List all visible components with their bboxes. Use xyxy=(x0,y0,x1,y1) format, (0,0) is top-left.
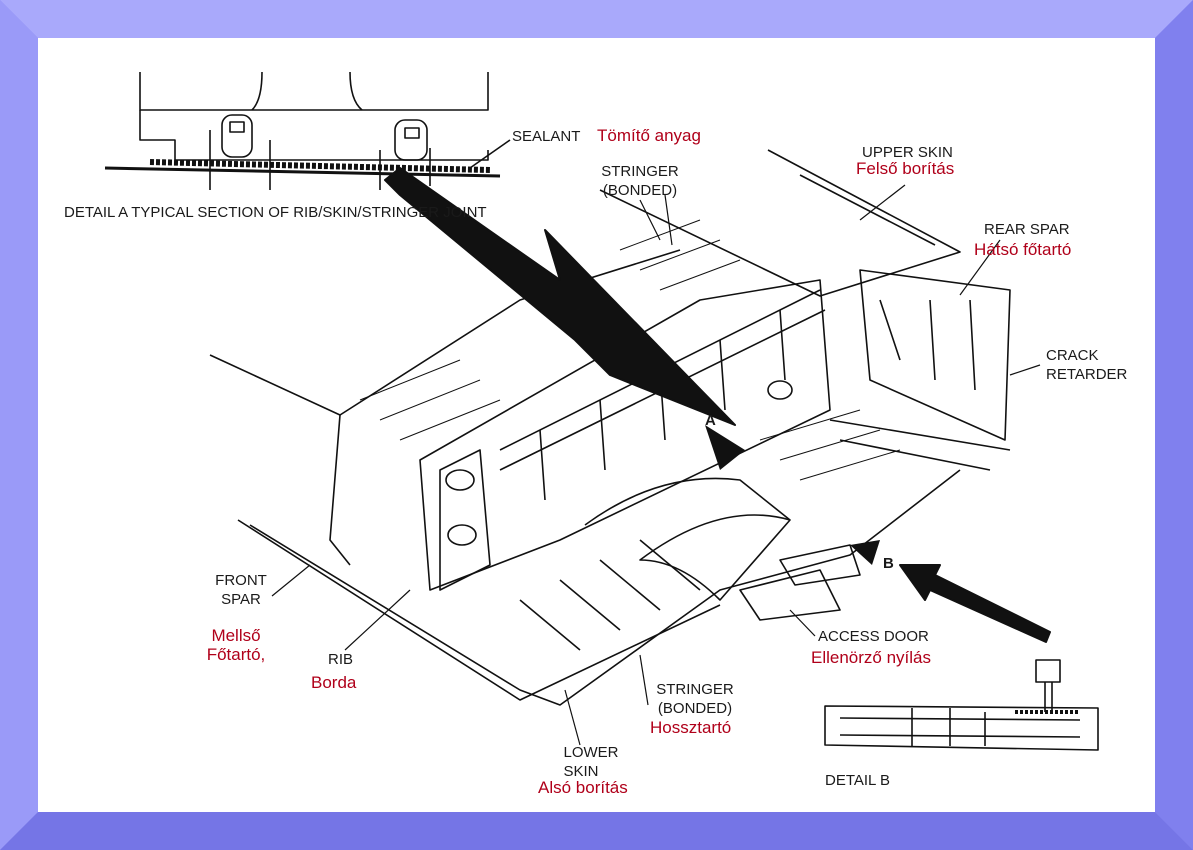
stringer-bottom-label: STRINGER xyxy=(656,681,734,698)
upper-skin-label: UPPER SKIN xyxy=(862,144,953,161)
stringer-bottom-label-2: (BONDED) xyxy=(657,700,733,717)
lower-skin-translation: Alsó borítás xyxy=(538,778,628,797)
stringer-lines xyxy=(359,219,901,481)
lower-skin-label-2: SKIN xyxy=(563,763,599,780)
detail-a-drawing xyxy=(104,71,511,190)
detail-a-caption: DETAIL A TYPICAL SECTION OF RIB/SKIN/STR… xyxy=(64,204,487,221)
diagram-panel xyxy=(38,38,1155,812)
stringer-bottom-translation: Hossztartó xyxy=(650,718,732,737)
leader-lines xyxy=(271,184,1041,746)
rear-spar-label: REAR SPAR xyxy=(984,221,1070,238)
arrow-to-detail-b xyxy=(899,564,1051,643)
front-spar-translation-2: Főtartó, xyxy=(206,645,266,664)
lower-skin-label: LOWER xyxy=(563,744,619,761)
upper-skin-translation: Felső borítás xyxy=(856,159,955,178)
arrow-pointer-a xyxy=(705,425,745,470)
front-spar-translation: Mellső xyxy=(211,626,261,645)
access-door-label: ACCESS DOOR xyxy=(818,628,929,645)
arrow-to-detail-a xyxy=(384,167,736,426)
rib-translation: Borda xyxy=(311,673,357,692)
crack-retarder-label-2: RETARDER xyxy=(1046,366,1128,383)
rib-label: RIB xyxy=(328,651,354,668)
stringer-top-label: STRINGER xyxy=(601,163,679,180)
marker-b: B xyxy=(883,555,894,572)
wing-box-drawing xyxy=(209,249,1011,706)
arrow-pointer-b xyxy=(850,540,880,565)
stringer-top-label-2: (BONDED) xyxy=(602,182,678,199)
detail-b-drawing xyxy=(824,659,1099,751)
crack-retarder-label: CRACK xyxy=(1046,347,1099,364)
sealant-label: SEALANT xyxy=(512,128,581,145)
sealant-translation: Tömítő anyag xyxy=(597,126,701,145)
detail-b-caption: DETAIL B xyxy=(825,772,891,789)
marker-a: A xyxy=(705,412,716,429)
front-spar-label: FRONT xyxy=(215,572,267,589)
front-spar-label-2: SPAR xyxy=(221,591,261,608)
access-door-translation: Ellenörző nyílás xyxy=(811,648,932,667)
rear-spar-translation: Hátsó főtartó xyxy=(974,240,1072,259)
